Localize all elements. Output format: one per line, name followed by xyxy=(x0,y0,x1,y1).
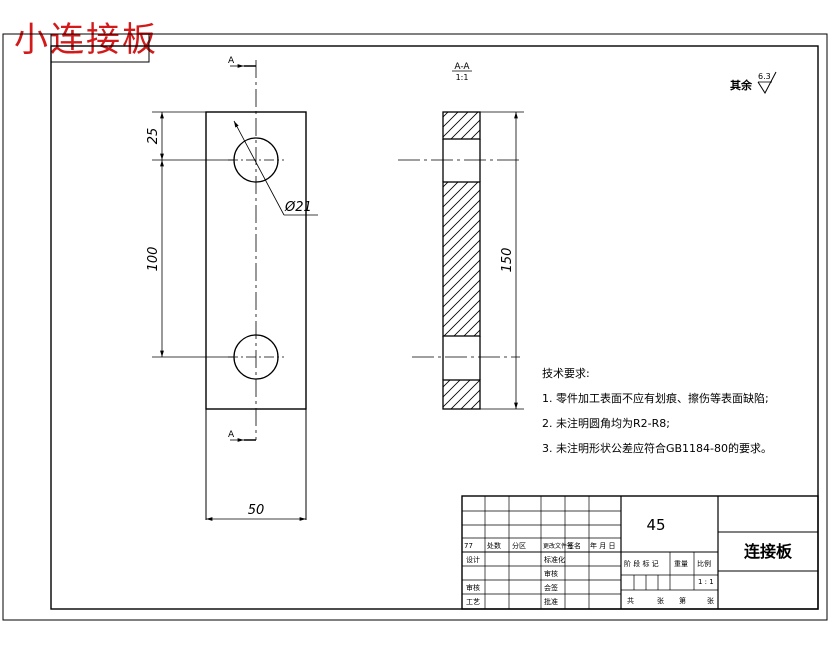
dim-100: 100 xyxy=(146,247,161,272)
section-hatch xyxy=(442,111,481,140)
section-scale: 1:1 xyxy=(456,73,469,82)
sheet-text: 第 xyxy=(679,596,686,605)
tech-req-heading: 技术要求: xyxy=(542,367,590,380)
sign-role: 工艺 xyxy=(466,598,480,606)
stage-label: 阶 段 标 记 xyxy=(624,559,659,568)
sign-field: 标准化 xyxy=(544,555,565,564)
tech-req-item: 1. 零件加工表面不应有划痕、擦伤等表面缺陷; xyxy=(542,391,769,405)
inner-frame xyxy=(50,45,819,610)
section-name: A-A xyxy=(454,62,470,72)
sheet-text: 张 xyxy=(707,596,714,605)
sign-field: 会签 xyxy=(544,583,558,592)
scale-label: 比例 xyxy=(697,559,711,568)
scale-value: 1 : 1 xyxy=(698,578,714,586)
cut-label-bottom: A xyxy=(228,430,235,440)
section-view: A-A 1:1 150 xyxy=(398,62,524,410)
title-block-text: 45 连接板 77 处数 分区 更改文件号 签名 年 月 日 设计 标准化 审核… xyxy=(464,516,793,606)
tech-req-item: 3. 未注明形状公差应符合GB1184-80的要求。 xyxy=(542,441,772,455)
front-view: 25 100 Ø21 50 A A xyxy=(146,56,318,521)
sheet-text: 共 xyxy=(627,596,634,605)
weight-label: 重量 xyxy=(674,560,688,568)
roughness-label: 其余 xyxy=(730,78,753,92)
rev-header: 77 xyxy=(464,542,473,550)
rev-header: 签名 xyxy=(567,541,581,550)
dia-leader xyxy=(233,120,285,216)
sign-field: 批准 xyxy=(544,597,558,606)
sheet-text: 张 xyxy=(657,596,664,605)
rev-header: 年 月 日 xyxy=(590,541,615,550)
sign-role: 审核 xyxy=(466,583,480,592)
section-hatch xyxy=(442,181,481,337)
section-hatch xyxy=(442,379,481,410)
drawing-title: 小连接板 xyxy=(14,20,158,60)
roughness-symbol: 其余 6.3 xyxy=(730,71,777,94)
rev-header: 处数 xyxy=(487,541,501,550)
rev-header: 分区 xyxy=(512,541,526,550)
outer-frame xyxy=(2,33,828,621)
title-tab xyxy=(50,33,150,63)
tech-req-item: 2. 未注明圆角均为R2-R8; xyxy=(542,416,670,430)
dim-25: 25 xyxy=(146,128,161,145)
dim-50: 50 xyxy=(248,503,265,518)
technical-requirements: 技术要求: 1. 零件加工表面不应有划痕、擦伤等表面缺陷; 2. 未注明圆角均为… xyxy=(542,367,772,455)
roughness-value: 6.3 xyxy=(758,72,771,81)
cut-label-top: A xyxy=(228,56,235,66)
title-block xyxy=(461,495,819,610)
sign-field: 审核 xyxy=(544,569,558,578)
sign-role: 设计 xyxy=(466,555,480,564)
part-name: 连接板 xyxy=(744,542,793,561)
dim-dia21: Ø21 xyxy=(284,200,312,215)
roughness-check-icon xyxy=(757,71,777,94)
material: 45 xyxy=(646,516,665,534)
rev-header: 更改文件号 xyxy=(543,542,573,550)
dim-150: 150 xyxy=(500,248,515,273)
